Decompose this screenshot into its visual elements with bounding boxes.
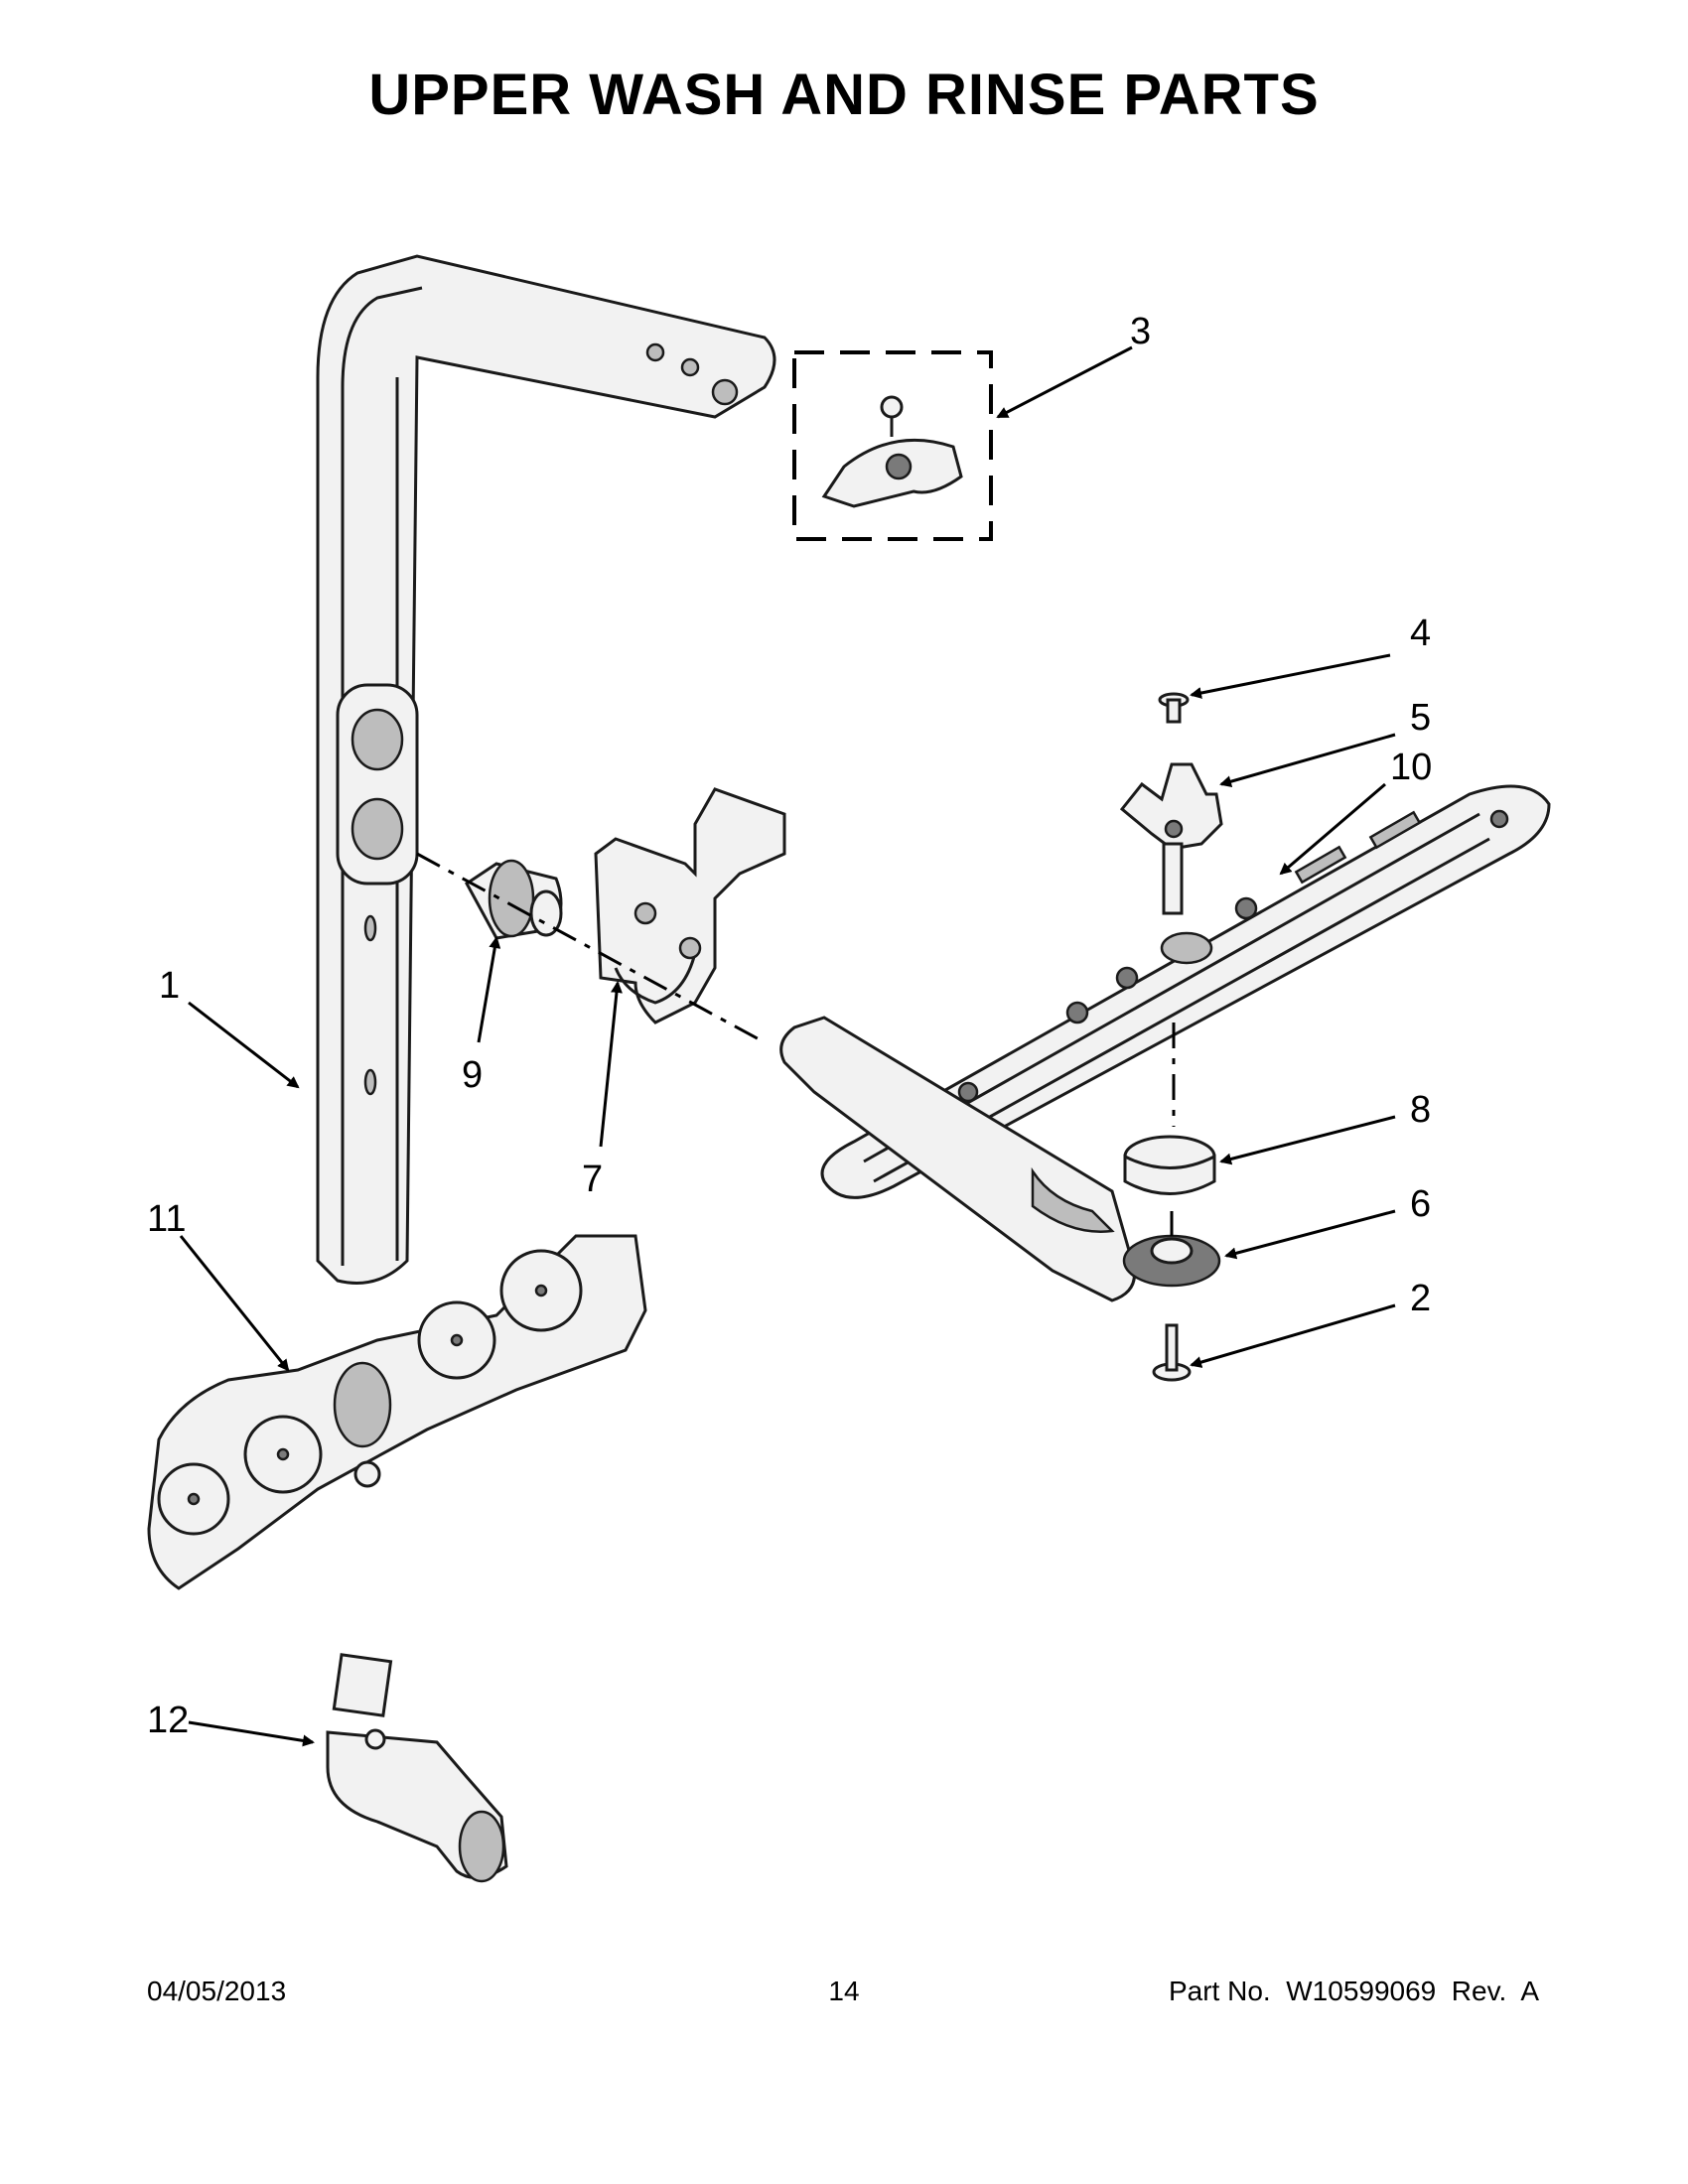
- callout-4: 4: [1410, 613, 1431, 654]
- callout-5: 5: [1410, 697, 1431, 739]
- leader-2: [1190, 1303, 1396, 1368]
- callout-6: 6: [1410, 1183, 1431, 1225]
- callout-1: 1: [159, 965, 180, 1007]
- callout-7: 7: [582, 1159, 603, 1200]
- leader-3: [996, 345, 1133, 419]
- callout-3: 3: [1130, 311, 1151, 352]
- part-12-nozzle: [326, 1653, 508, 1883]
- footer-date: 04/05/2013: [147, 1976, 287, 2006]
- part-1-supply-tube: [316, 254, 776, 1285]
- leader-6: [1224, 1209, 1396, 1260]
- part-3-detail-box: [792, 350, 993, 541]
- leader-11: [179, 1235, 290, 1372]
- part-5-mount: [1119, 762, 1223, 915]
- assembly-line-1: [416, 852, 766, 1044]
- page-title: UPPER WASH AND RINSE PARTS: [368, 63, 1320, 127]
- callout-10: 10: [1390, 747, 1432, 788]
- leader-9: [477, 936, 501, 1043]
- callout-8: 8: [1410, 1089, 1431, 1131]
- leader-10: [1279, 782, 1386, 876]
- part-10-spray-arm: [820, 784, 1551, 1199]
- callout-2: 2: [1410, 1278, 1431, 1319]
- footer-part-number: Part No. W10599069 Rev. A: [1168, 1976, 1539, 2006]
- part-11-spray-head: [147, 1234, 647, 1590]
- footer-page-number: 14: [828, 1976, 860, 2006]
- leader-12: [188, 1720, 315, 1747]
- leader-4: [1190, 653, 1391, 699]
- callout-12: 12: [147, 1700, 189, 1741]
- part-8-ring: [1123, 1135, 1216, 1195]
- part-7-bracket: [594, 787, 786, 1024]
- part-4-screw: [1158, 692, 1190, 724]
- leader-5: [1219, 733, 1396, 788]
- leader-7: [599, 981, 623, 1148]
- part-9-fitting: [465, 859, 563, 940]
- part-6-hub: [1122, 1234, 1221, 1288]
- callout-11: 11: [147, 1198, 186, 1240]
- leader-1: [188, 1001, 300, 1089]
- leader-8: [1219, 1115, 1396, 1165]
- part-2-screw: [1152, 1323, 1192, 1382]
- callout-9: 9: [462, 1054, 483, 1096]
